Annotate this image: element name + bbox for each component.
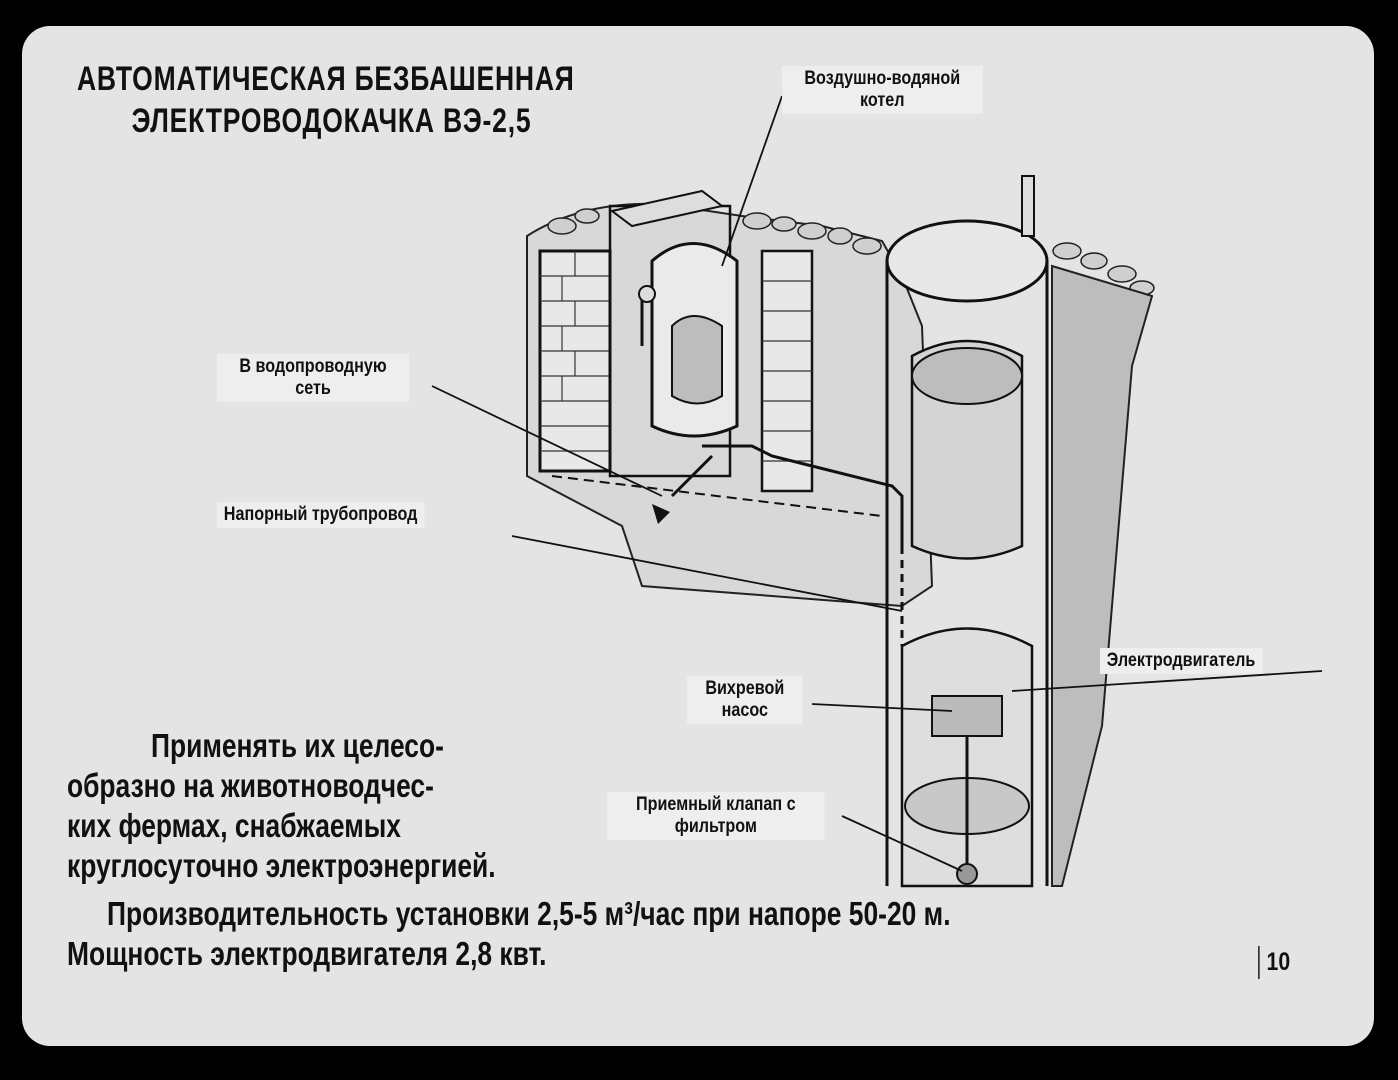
label-water-network: В водопроводную сеть	[217, 354, 410, 402]
intake-valve-shape	[956, 863, 978, 885]
specs-block: Производительность установки 2,5-5 м³/ча…	[67, 894, 951, 974]
title-line-2: ЭЛЕКТРОВОДОКАЧКА ВЭ-2,5	[131, 102, 532, 140]
page-number: 10	[1258, 946, 1297, 979]
slide-frame: АВТОМАТИЧЕСКАЯ БЕЗБАШЕННАЯ ЭЛЕКТРОВОДОКА…	[22, 26, 1374, 1046]
boiler-tank	[638, 242, 739, 438]
label-intake-valve: Приемный клапап с фильтром	[607, 792, 825, 840]
pump-house	[538, 189, 814, 493]
well-shaft	[885, 175, 1049, 888]
usage-paragraph: Применять их целесо- образно на животнов…	[67, 726, 496, 886]
label-vortex-pump: Вихревой насос	[687, 676, 803, 724]
ground-stones	[547, 208, 1155, 296]
slide-title: АВТОМАТИЧЕСКАЯ БЕЗБАШЕННАЯ ЭЛЕКТРОВОДОКА…	[77, 58, 575, 142]
pipes	[551, 444, 904, 646]
usage-line-3: ких фермах, снабжаемых	[67, 807, 401, 844]
label-pressure-pipe: Напорный трубопровод	[217, 502, 425, 528]
pump-station-illustration	[431, 95, 1323, 888]
leader-lines	[431, 95, 1323, 872]
title-line-1: АВТОМАТИЧЕСКАЯ БЕЗБАШЕННАЯ	[77, 60, 575, 98]
usage-line-4: круглосуточно электроэнергией.	[67, 847, 496, 884]
label-motor: Электродвигатель	[1100, 648, 1263, 674]
label-boiler: Воздушно-водяной котел	[782, 66, 983, 114]
usage-line-2: образно на животноводчес-	[67, 767, 434, 804]
spec-capacity: Производительность установки 2,5-5 м³/ча…	[107, 895, 951, 932]
usage-line-1: Применять их целесо-	[151, 727, 444, 764]
spec-power: Мощность электродвигателя 2,8 квт.	[67, 935, 547, 972]
flow-arrow	[652, 504, 670, 524]
pump-motor-unit	[931, 695, 1003, 737]
